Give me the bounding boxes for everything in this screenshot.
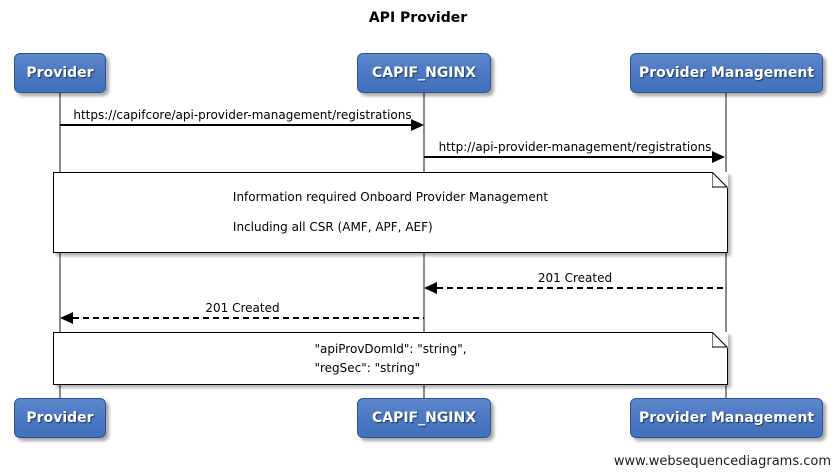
note-line: Including all CSR (AMF, APF, AEF): [232, 220, 433, 234]
message-label-201-created-provider: 201 Created: [205, 301, 280, 315]
arrowhead-right-icon: [712, 151, 725, 163]
note-response-body: "apiProvDomId": "string", "regSec": "str…: [53, 332, 728, 385]
actor-box-provider-bottom: Provider: [14, 398, 106, 438]
watermark: www.websequencediagrams.com: [613, 454, 831, 469]
arrowhead-right-icon: [411, 119, 424, 131]
message-label-registrations-http: http://api-provider-management/registrat…: [438, 140, 712, 154]
note-line: Information required Onboard Provider Ma…: [232, 190, 549, 204]
note-fold-corner-icon: [712, 332, 728, 348]
actor-label-provider-management-top: Provider Management: [638, 65, 815, 81]
note-line: "regSec": "string": [314, 361, 421, 375]
message-label-201-created-pm: 201 Created: [537, 271, 613, 285]
message-line-201-created-pm: [437, 287, 726, 289]
actor-box-capif-nginx-top: CAPIF_NGINX: [357, 53, 491, 93]
actor-box-provider-management-top: Provider Management: [630, 53, 823, 93]
actor-label-capif-nginx-bottom: CAPIF_NGINX: [371, 410, 477, 426]
message-line-registrations-http: [424, 156, 714, 158]
message-line-registrations-https: [60, 124, 413, 126]
message-line-201-created-provider: [73, 317, 424, 319]
diagram-title: API Provider: [368, 10, 468, 26]
actor-box-provider-management-bottom: Provider Management: [630, 398, 823, 438]
message-label-registrations-https: https://capifcore/api-provider-managemen…: [73, 108, 412, 122]
actor-label-provider-bottom: Provider: [26, 410, 94, 426]
note-line: "apiProvDomId": "string",: [314, 342, 467, 356]
note-onboard-information: Information required Onboard Provider Ma…: [53, 172, 728, 253]
arrowhead-left-icon: [60, 312, 73, 324]
arrowhead-left-icon: [424, 282, 437, 294]
actor-label-capif-nginx-top: CAPIF_NGINX: [371, 65, 477, 81]
note-fold-corner-icon: [712, 172, 728, 188]
actor-label-provider-management-bottom: Provider Management: [638, 410, 815, 426]
actor-label-provider-top: Provider: [26, 65, 94, 81]
actor-box-capif-nginx-bottom: CAPIF_NGINX: [357, 398, 491, 438]
actor-box-provider-top: Provider: [14, 53, 106, 93]
